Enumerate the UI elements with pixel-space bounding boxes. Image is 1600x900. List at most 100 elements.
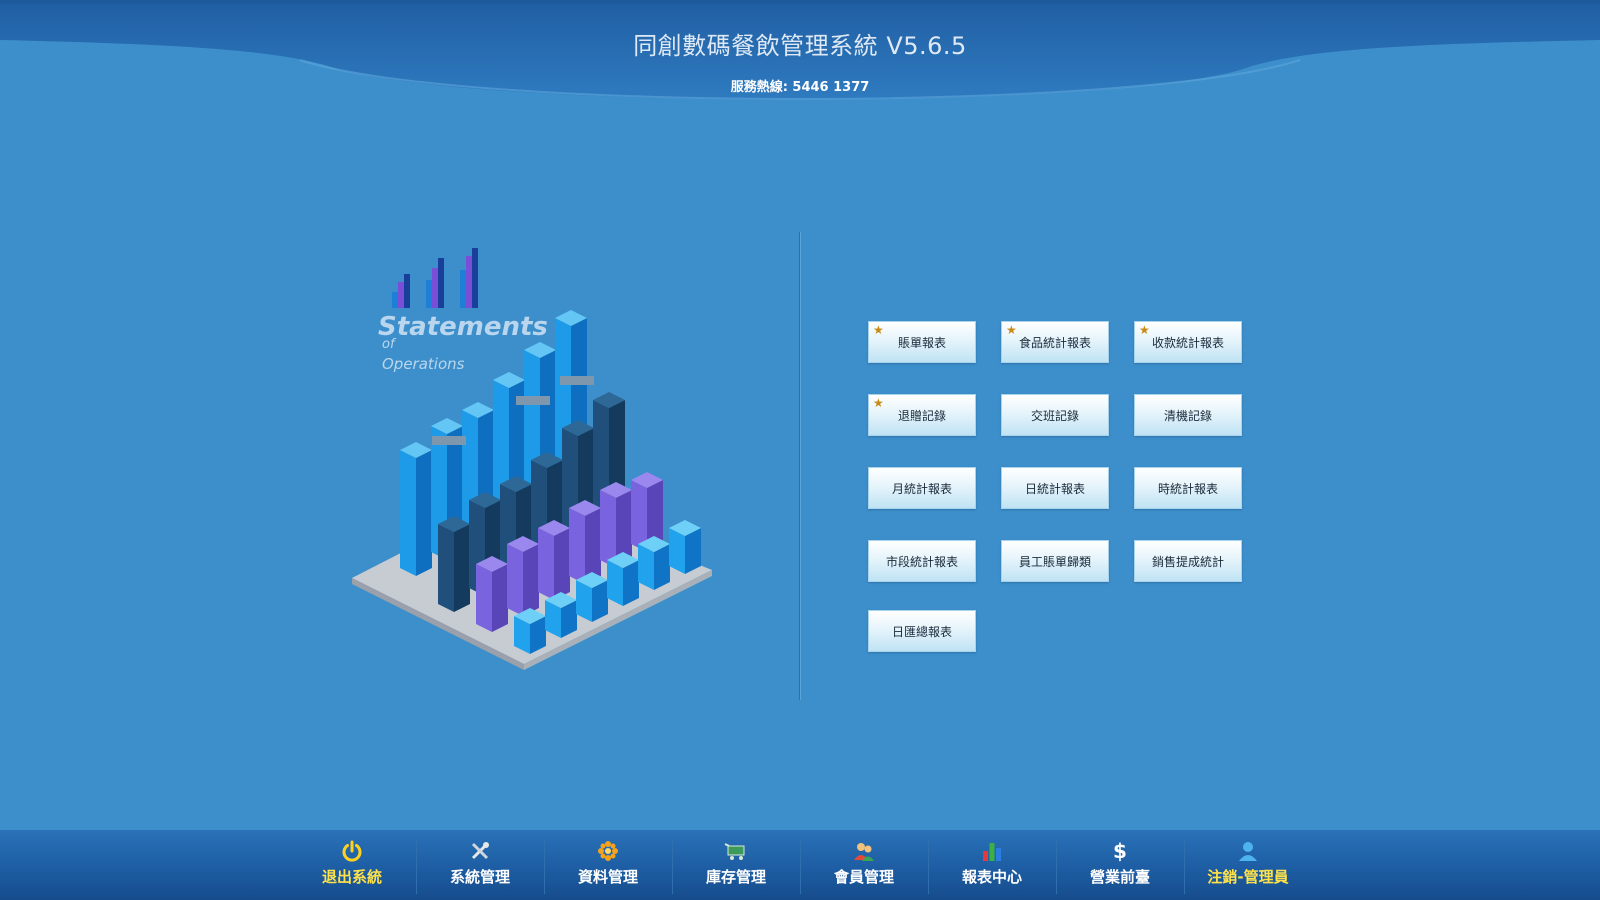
bar-face bbox=[538, 520, 570, 536]
members-icon bbox=[800, 840, 928, 862]
bar-face bbox=[669, 520, 701, 536]
nav-item[interactable]: 資料管理 bbox=[544, 830, 672, 900]
price-tags bbox=[432, 376, 594, 445]
bar-face bbox=[469, 492, 501, 508]
report-button[interactable]: 清機記錄 bbox=[1134, 394, 1242, 436]
report-button[interactable]: ★賬單報表 bbox=[868, 321, 976, 363]
report-button-label: 時統計報表 bbox=[1157, 482, 1218, 496]
bar-face bbox=[654, 544, 670, 590]
bar-face bbox=[576, 580, 592, 622]
nav-item[interactable]: $ 營業前臺 bbox=[1056, 830, 1184, 900]
header-banner: 同創數碼餐飲管理系統 V5.6.5 服務熱線: 5446 1377 bbox=[0, 0, 1600, 120]
bar-face bbox=[500, 476, 532, 492]
report-button[interactable]: ★收款統計報表 bbox=[1134, 321, 1242, 363]
bar-face bbox=[476, 564, 492, 632]
bar-face bbox=[476, 556, 508, 572]
nav-item-label: 營業前臺 bbox=[1089, 868, 1150, 886]
bar-face bbox=[507, 536, 539, 552]
logo-title: Statements bbox=[378, 312, 548, 342]
report-button[interactable]: ★食品統計報表 bbox=[1001, 321, 1109, 363]
bar-face bbox=[416, 450, 432, 576]
bar-face bbox=[438, 524, 454, 612]
nav-separator bbox=[1184, 838, 1185, 894]
bar-face bbox=[631, 472, 663, 488]
report-button-label: 食品統計報表 bbox=[1018, 336, 1091, 350]
report-button-label: 員工賬單歸類 bbox=[1018, 555, 1091, 569]
nav-item[interactable]: 系統管理 bbox=[416, 830, 544, 900]
nav-item-label: 注銷-管理員 bbox=[1207, 868, 1289, 886]
nav-separator bbox=[672, 838, 673, 894]
nav-separator bbox=[928, 838, 929, 894]
bar-face bbox=[669, 528, 685, 574]
bar-face bbox=[507, 544, 523, 616]
bar-face bbox=[400, 450, 416, 576]
bar-face bbox=[569, 508, 585, 584]
bar-face bbox=[600, 482, 632, 498]
svg-text:$: $ bbox=[1113, 840, 1127, 862]
star-icon: ★ bbox=[873, 396, 884, 410]
report-button-label: 銷售提成統計 bbox=[1151, 555, 1224, 569]
report-button[interactable]: 員工賬單歸類 bbox=[1001, 540, 1109, 582]
bar-face bbox=[600, 490, 616, 568]
nav-separator bbox=[416, 838, 417, 894]
bar-face bbox=[454, 524, 470, 612]
bar-face bbox=[523, 544, 539, 616]
bar-face bbox=[562, 420, 594, 436]
report-button[interactable]: 月統計報表 bbox=[868, 467, 976, 509]
bar-face bbox=[554, 528, 570, 600]
bar-face bbox=[530, 616, 546, 654]
bar-face bbox=[647, 480, 663, 552]
nav-item-label: 退出系統 bbox=[321, 868, 382, 886]
report-button[interactable]: ★ 退贈記錄 bbox=[868, 394, 976, 436]
nav-item-label: 報表中心 bbox=[961, 868, 1022, 886]
report-button[interactable]: 交班記錄 bbox=[1001, 394, 1109, 436]
report-button[interactable]: 銷售提成統計 bbox=[1134, 540, 1242, 582]
tools-icon bbox=[416, 840, 544, 862]
bar-face bbox=[585, 508, 601, 584]
nav-item[interactable]: 注銷-管理員 bbox=[1184, 830, 1312, 900]
nav-item[interactable]: 庫存管理 bbox=[672, 830, 800, 900]
bar-face bbox=[561, 600, 577, 638]
nav-separator bbox=[1056, 838, 1057, 894]
bar-face bbox=[638, 536, 670, 552]
report-button-label: 市段統計報表 bbox=[885, 555, 958, 569]
nav-separator bbox=[800, 838, 801, 894]
bar-chart-icon bbox=[928, 840, 1056, 862]
nav-item[interactable]: 報表中心 bbox=[928, 830, 1056, 900]
star-icon: ★ bbox=[873, 323, 884, 337]
bar-face bbox=[492, 564, 508, 632]
bar-face bbox=[593, 392, 625, 408]
bar-face bbox=[616, 490, 632, 568]
cart-icon bbox=[672, 840, 800, 862]
star-icon: ★ bbox=[1139, 323, 1150, 337]
user-icon bbox=[1184, 840, 1312, 862]
bar-face bbox=[607, 552, 639, 568]
statements-illustration: Statements of Operations bbox=[340, 240, 740, 680]
bar-face bbox=[545, 592, 577, 608]
nav-item[interactable]: 退出系統 bbox=[288, 830, 416, 900]
report-button[interactable]: 市段統計報表 bbox=[868, 540, 976, 582]
report-button-label: 月統計報表 bbox=[891, 482, 952, 496]
report-button[interactable]: 日統計報表 bbox=[1001, 467, 1109, 509]
report-button-label: 交班記錄 bbox=[1030, 409, 1079, 423]
nav-item-label: 庫存管理 bbox=[705, 868, 766, 886]
bar-face bbox=[631, 480, 647, 552]
bar-face bbox=[514, 608, 546, 624]
bar-face bbox=[576, 572, 608, 588]
logo-bar-icon bbox=[392, 248, 478, 308]
report-button-label: 收款統計報表 bbox=[1151, 336, 1224, 350]
nav-item[interactable]: 會員管理 bbox=[800, 830, 928, 900]
report-button-label: 退贈記錄 bbox=[897, 409, 946, 423]
bar-face bbox=[493, 372, 525, 388]
nav-item-label: 會員管理 bbox=[833, 868, 894, 886]
bar-face bbox=[524, 342, 556, 358]
bar-face bbox=[607, 560, 623, 606]
top-strip bbox=[0, 0, 1600, 4]
app-title: 同創數碼餐飲管理系統 V5.6.5 bbox=[633, 32, 967, 60]
bar-face bbox=[531, 452, 563, 468]
bar-face bbox=[438, 516, 470, 532]
report-button[interactable]: 日匯總報表 bbox=[868, 610, 976, 652]
gear-flower-icon bbox=[544, 840, 672, 862]
report-button[interactable]: 時統計報表 bbox=[1134, 467, 1242, 509]
report-button-label: 清機記錄 bbox=[1163, 409, 1212, 423]
